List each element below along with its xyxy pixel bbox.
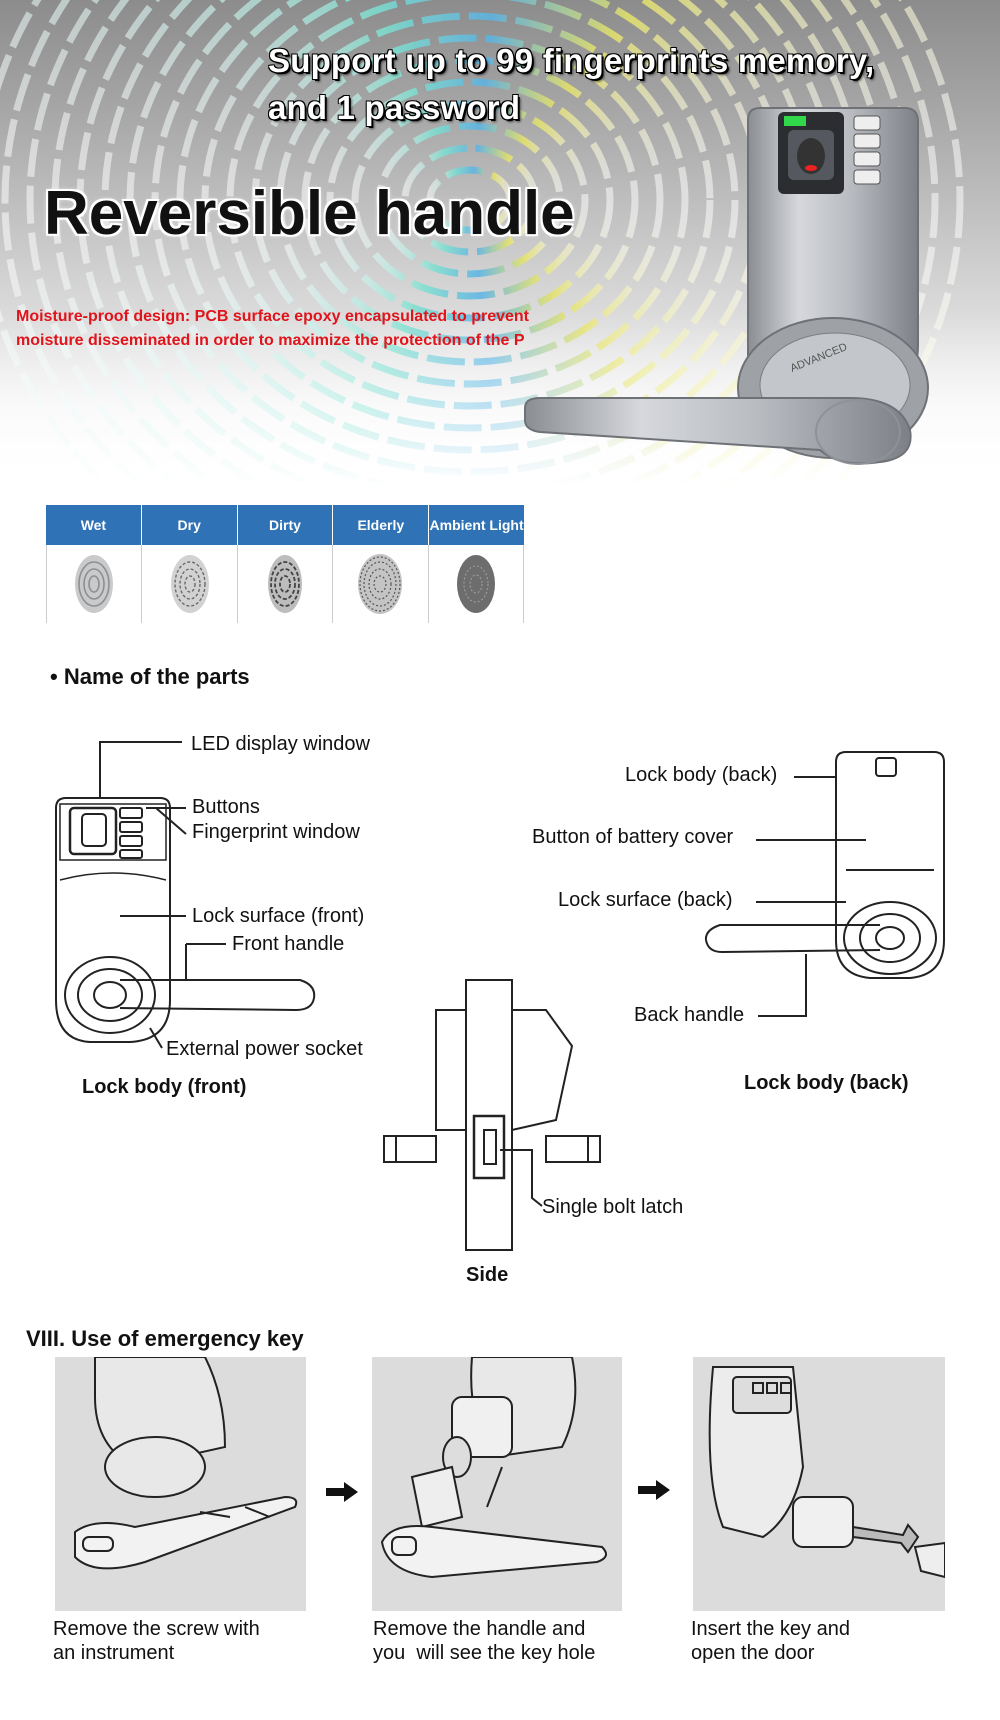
column-elderly: Elderly (333, 505, 430, 545)
label-back-handle: Back handle (634, 1004, 745, 1026)
fingerprint-conditions-table: Wet Dry Dirty Elderly Ambient Light (46, 505, 525, 623)
arrow-right-icon (326, 1482, 358, 1502)
fingerprint-dry-image (142, 545, 238, 623)
front-lock-illustration (55, 797, 316, 1043)
step2-image (372, 1356, 622, 1611)
step2-caption-line1: Remove the handle and (373, 1618, 586, 1640)
arrow-right-icon (638, 1480, 670, 1500)
fingerprint-ambient-light-image (429, 545, 525, 623)
emergency-heading: VIII. Use of emergency key (26, 1326, 304, 1351)
step3-caption-line2: open the door (691, 1642, 815, 1664)
fingerprint-wet-image (46, 545, 143, 623)
fingerprint-elderly-image (333, 545, 429, 623)
label-fingerprint-window: Fingerprint window (192, 821, 360, 843)
label-single-bolt-latch: Single bolt latch (542, 1196, 684, 1218)
moisture-note-line2: moisture disseminated in order to maximi… (16, 332, 525, 349)
conditions-image-row (46, 545, 525, 623)
conditions-header-row: Wet Dry Dirty Elderly Ambient Light (46, 505, 524, 545)
step1-caption: Remove the screw with an instrument (53, 1617, 260, 1665)
hero-title: Reversible handle (44, 179, 575, 248)
hero-headline-line1: Support up to 99 fingerprints memory, (268, 42, 875, 79)
back-lock-illustration (704, 751, 945, 979)
caption-lock-body-front: Lock body (front) (82, 1076, 247, 1098)
step1-image (55, 1356, 306, 1611)
fingerprint-background: ADVANCED (0, 0, 1000, 485)
column-ambient-light: Ambient Light (429, 517, 524, 533)
caption-side: Side (466, 1264, 509, 1286)
step3-caption: Insert the key and open the door (691, 1617, 850, 1665)
lock-product-image: ADVANCED (524, 107, 929, 465)
label-lock-surface-front: Lock surface (front) (192, 905, 365, 927)
step2-caption: Remove the handle and you will see the k… (373, 1617, 595, 1665)
label-battery-cover-button: Button of battery cover (532, 826, 734, 848)
label-lock-surface-back: Lock surface (back) (558, 889, 733, 911)
step3-image (693, 1357, 946, 1611)
bullet-icon: • (50, 664, 64, 689)
side-lock-illustration (383, 979, 601, 1251)
label-led-display-window: LED display window (191, 733, 370, 755)
step3-caption-line1: Insert the key and (691, 1618, 850, 1640)
hero-headline-line2: and 1 password (268, 89, 521, 126)
column-dry: Dry (142, 505, 238, 545)
label-buttons: Buttons (192, 796, 260, 818)
label-lock-body-back: Lock body (back) (625, 764, 778, 786)
parts-heading: • Name of the parts (50, 664, 250, 690)
step2-caption-line2: you will see the key hole (373, 1642, 596, 1664)
parts-heading-text: Name of the parts (63, 664, 250, 689)
moisture-note-line1: Moisture-proof design: PCB surface epoxy… (16, 308, 529, 325)
label-front-handle: Front handle (232, 933, 345, 955)
column-wet: Wet (46, 505, 142, 545)
column-dirty: Dirty (238, 505, 334, 545)
fingerprint-dirty-image (238, 545, 334, 623)
hero-banner: ADVANCED Support up to 99 fingerprints m… (0, 0, 1000, 485)
step1-caption-line2: an instrument (53, 1642, 175, 1664)
caption-lock-body-back: Lock body (back) (744, 1072, 909, 1094)
step1-caption-line1: Remove the screw with (53, 1618, 260, 1640)
label-external-power-socket: External power socket (166, 1038, 363, 1060)
